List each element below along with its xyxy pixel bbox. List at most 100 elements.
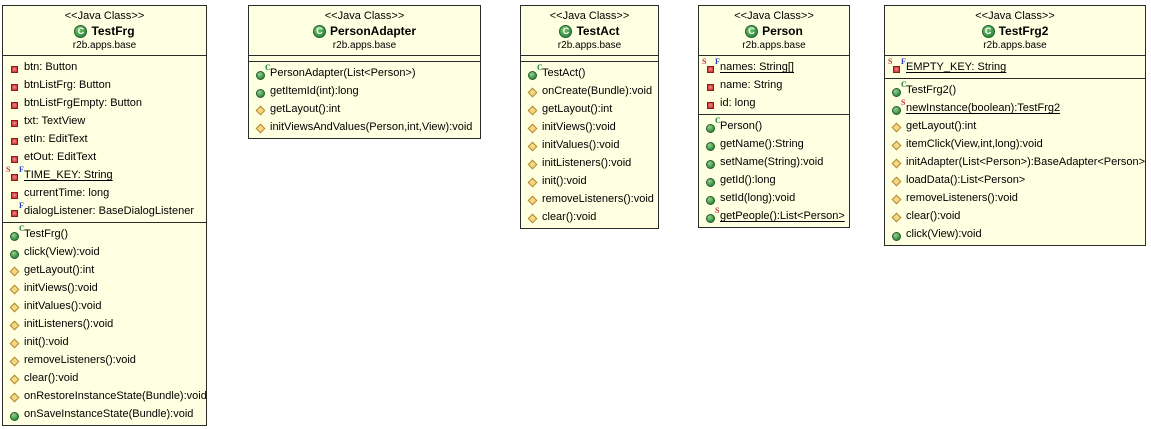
method-row[interactable]: onSaveInstanceState(Bundle):void xyxy=(3,405,206,423)
method-row[interactable]: loadData():List<Person> xyxy=(885,171,1145,189)
method-row[interactable]: S getPeople():List<Person> xyxy=(699,207,849,225)
member-signature: initListeners():void xyxy=(24,318,114,330)
public-method-icon xyxy=(10,411,19,421)
method-row[interactable]: initListeners():void xyxy=(3,315,206,333)
member-signature: setId(long):void xyxy=(720,192,796,204)
class-box-testfrg2[interactable]: <<Java Class>> C TestFrg2 r2b.apps.base … xyxy=(884,5,1146,246)
class-name: TestFrg2 xyxy=(998,24,1049,38)
method-row[interactable]: clear():void xyxy=(885,207,1145,225)
protected-method-icon xyxy=(527,87,538,97)
method-row[interactable]: C TestFrg2() xyxy=(885,81,1145,99)
class-box-testact[interactable]: <<Java Class>> C TestAct r2b.apps.base C… xyxy=(520,5,659,229)
method-row[interactable]: C Person() xyxy=(699,117,849,135)
method-row[interactable]: removeListeners():void xyxy=(885,189,1145,207)
class-icon: C xyxy=(981,24,995,38)
method-row[interactable]: initViews():void xyxy=(521,118,658,136)
member-signature: EMPTY_KEY: String xyxy=(906,61,1007,73)
attribute-row[interactable]: currentTime: long xyxy=(3,184,206,202)
attribute-row[interactable]: name: String xyxy=(699,76,849,94)
member-icon-wrap xyxy=(252,120,270,135)
method-row[interactable]: C PersonAdapter(List<Person>) xyxy=(249,64,480,82)
member-icon-wrap xyxy=(888,119,906,134)
method-row[interactable]: removeListeners():void xyxy=(521,190,658,208)
method-row[interactable]: init():void xyxy=(521,172,658,190)
method-row[interactable]: itemClick(View,int,long):void xyxy=(885,135,1145,153)
private-field-icon xyxy=(707,101,714,109)
method-row[interactable]: S newInstance(boolean):TestFrg2 xyxy=(885,99,1145,117)
protected-method-icon xyxy=(9,392,20,402)
member-signature: getLayout():int xyxy=(906,120,977,132)
member-icon-wrap: S xyxy=(888,99,906,116)
method-row[interactable]: getItemId(int):long xyxy=(249,82,480,100)
attribute-row[interactable]: txt: TextView xyxy=(3,112,206,130)
member-icon-wrap xyxy=(6,132,24,147)
method-row[interactable]: initValues():void xyxy=(3,297,206,315)
method-row[interactable]: getLayout():int xyxy=(3,261,206,279)
method-row[interactable]: getLayout():int xyxy=(885,117,1145,135)
member-icon-wrap xyxy=(6,299,24,314)
method-row[interactable]: initValues():void xyxy=(521,136,658,154)
constructor-icon xyxy=(892,87,901,97)
attribute-row[interactable]: btn: Button xyxy=(3,58,206,76)
method-row[interactable]: clear():void xyxy=(3,369,206,387)
class-box-testfrg[interactable]: <<Java Class>> C TestFrg r2b.apps.base b… xyxy=(2,5,207,426)
private-field-icon xyxy=(11,119,18,127)
method-row[interactable]: getId():long xyxy=(699,171,849,189)
attribute-row[interactable]: F dialogListener: BaseDialogListener xyxy=(3,202,206,220)
class-stereotype: <<Java Class>> xyxy=(64,10,145,22)
static-marker: S xyxy=(888,58,893,66)
attribute-row[interactable]: etIn: EditText xyxy=(3,130,206,148)
member-signature: setName(String):void xyxy=(720,156,824,168)
attributes-compartment xyxy=(521,56,658,62)
member-icon-wrap xyxy=(702,137,720,152)
method-row[interactable]: initListeners():void xyxy=(521,154,658,172)
method-row[interactable]: getLayout():int xyxy=(521,100,658,118)
method-row[interactable]: click(View):void xyxy=(3,243,206,261)
member-signature: btnListFrgEmpty: Button xyxy=(24,97,142,109)
method-row[interactable]: clear():void xyxy=(521,208,658,226)
method-row[interactable]: C TestFrg() xyxy=(3,225,206,243)
method-row[interactable]: onRestoreInstanceState(Bundle):void xyxy=(3,387,206,405)
method-row[interactable]: getLayout():int xyxy=(249,100,480,118)
final-marker: F xyxy=(19,202,24,210)
method-row[interactable]: init():void xyxy=(3,333,206,351)
attribute-row[interactable]: btnListFrg: Button xyxy=(3,76,206,94)
method-row[interactable]: setId(long):void xyxy=(699,189,849,207)
method-row[interactable]: C TestAct() xyxy=(521,64,658,82)
attribute-row[interactable]: id: long xyxy=(699,94,849,112)
member-signature: id: long xyxy=(720,97,756,109)
class-header: <<Java Class>> C TestFrg r2b.apps.base xyxy=(3,6,206,56)
member-signature: initAdapter(List<Person>):BaseAdapter<Pe… xyxy=(906,156,1145,168)
method-row[interactable]: onCreate(Bundle):void xyxy=(521,82,658,100)
member-signature: etIn: EditText xyxy=(24,133,88,145)
method-row[interactable]: initViewsAndValues(Person,int,View):void xyxy=(249,118,480,136)
member-signature: clear():void xyxy=(542,211,597,223)
member-icon-wrap xyxy=(888,173,906,188)
member-signature: removeListeners():void xyxy=(542,193,654,205)
member-icon-wrap xyxy=(252,102,270,117)
member-signature: currentTime: long xyxy=(24,187,110,199)
member-signature: click(View):void xyxy=(24,246,100,258)
member-icon-wrap xyxy=(888,209,906,224)
attribute-row[interactable]: btnListFrgEmpty: Button xyxy=(3,94,206,112)
protected-method-icon xyxy=(9,284,20,294)
method-row[interactable]: setName(String):void xyxy=(699,153,849,171)
private-field-icon xyxy=(11,191,18,199)
member-signature: txt: TextView xyxy=(24,115,86,127)
method-row[interactable]: click(View):void xyxy=(885,225,1145,243)
method-row[interactable]: initViews():void xyxy=(3,279,206,297)
attribute-row[interactable]: etOut: EditText xyxy=(3,148,206,166)
method-row[interactable]: initAdapter(List<Person>):BaseAdapter<Pe… xyxy=(885,153,1145,171)
method-row[interactable]: getName():String xyxy=(699,135,849,153)
method-row[interactable]: removeListeners():void xyxy=(3,351,206,369)
class-box-personadapter[interactable]: <<Java Class>> C PersonAdapter r2b.apps.… xyxy=(248,5,481,139)
class-stereotype: <<Java Class>> xyxy=(324,10,405,22)
protected-method-icon xyxy=(891,212,902,222)
